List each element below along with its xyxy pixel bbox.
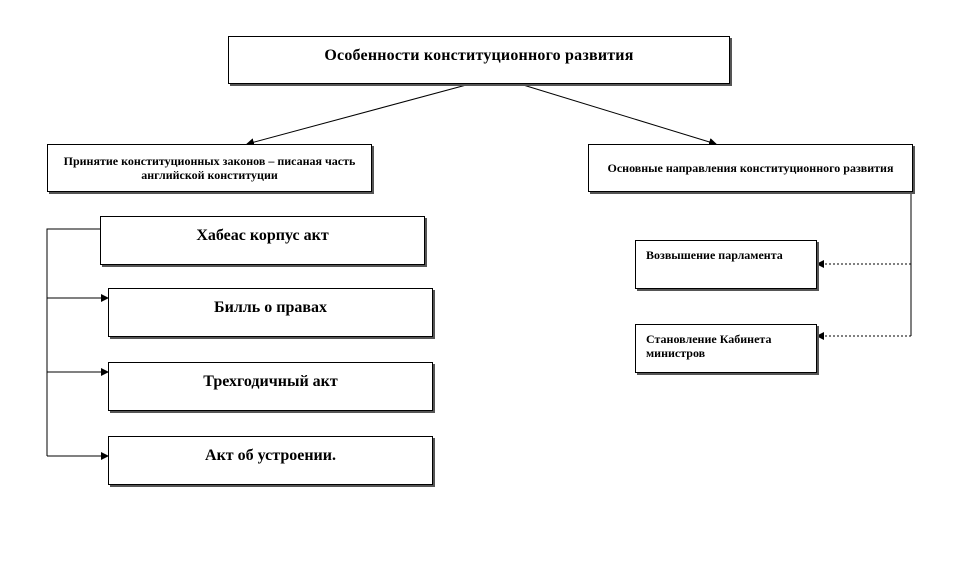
law-label: Билль о правах (214, 299, 327, 316)
right-branch-box: Основные направления конституционного ра… (588, 144, 913, 192)
direction-box-parliament: Возвышение парламента (635, 240, 817, 289)
arrow-title-to-left-branch (246, 83, 471, 147)
left-bracket-line (46, 228, 100, 456)
right-branch-label: Основные направления конституционного ра… (607, 160, 894, 175)
arrow-title-to-right-branch (519, 83, 717, 146)
direction-box-cabinet: Становление Кабинета министров (635, 324, 817, 373)
law-box-habeas-corpus: Хабеас корпус акт (100, 216, 425, 265)
direction-label: Возвышение парламента (646, 248, 783, 262)
law-box-act-of-settlement: Акт об устроении. (108, 436, 433, 485)
direction-label: Становление Кабинета министров (646, 332, 772, 361)
left-branch-box: Принятие конституционных законов – писан… (47, 144, 372, 192)
left-branch-label: Принятие конституционных законов – писан… (63, 153, 356, 182)
law-label: Хабеас корпус акт (196, 227, 329, 244)
diagram-title-box: Особенности конституционного развития (228, 36, 730, 84)
law-box-triennial-act: Трехгодичный акт (108, 362, 433, 411)
law-label: Трехгодичный акт (203, 373, 338, 390)
law-label: Акт об устроении. (205, 447, 336, 464)
diagram-title: Особенности конституционного развития (324, 47, 634, 64)
law-box-bill-of-rights: Билль о правах (108, 288, 433, 337)
